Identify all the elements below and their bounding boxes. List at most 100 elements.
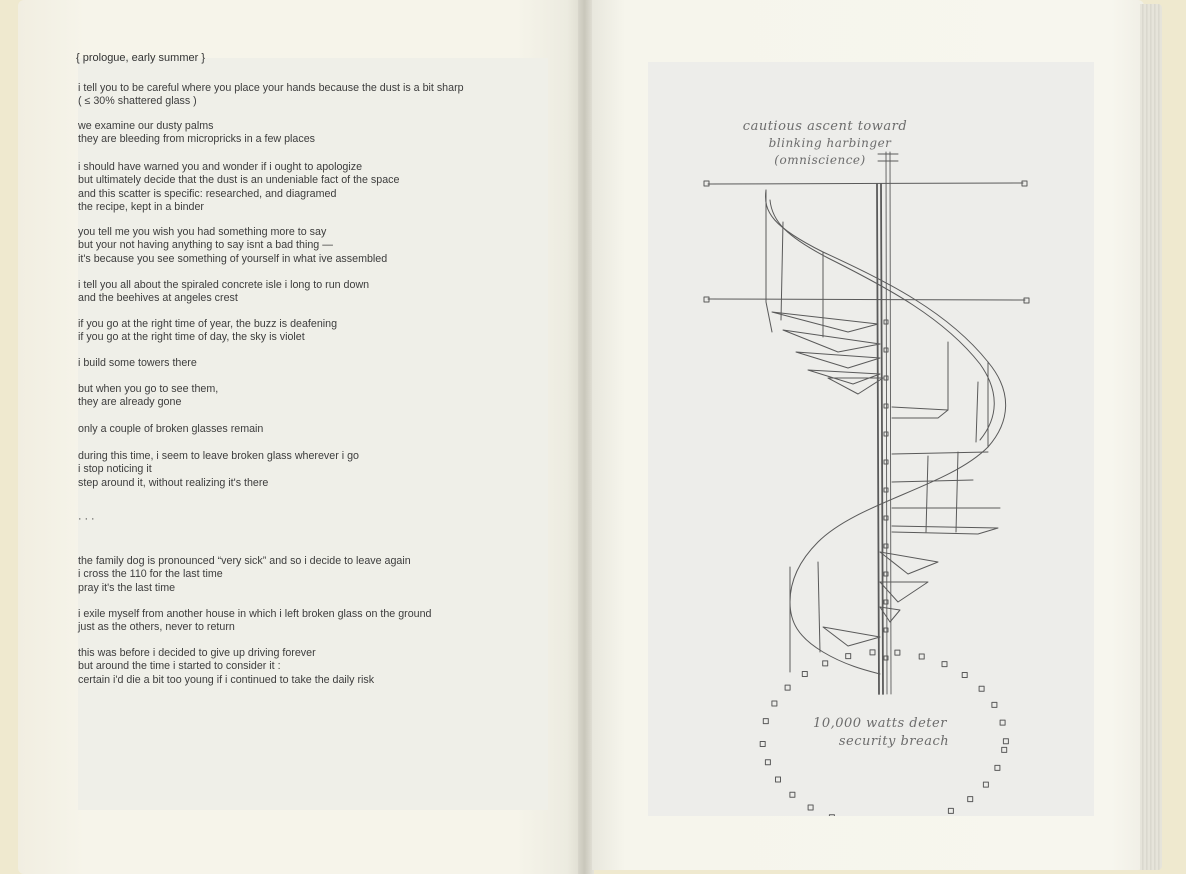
mast-rung-6 <box>883 459 889 465</box>
poem-line: i should have warned you and wonder if i… <box>78 161 363 173</box>
poem-line: but around the time i started to conside… <box>78 660 281 673</box>
poem-line: we examine our dusty palms <box>78 120 214 132</box>
poem-stanza: during this time, i seem to leave broken… <box>78 450 359 490</box>
step-post-1 <box>765 189 773 333</box>
poem-line: · · · <box>78 513 95 525</box>
book-gutter <box>578 0 594 874</box>
mast-rung-1 <box>883 319 889 325</box>
crossbar-middle-right-end <box>1023 297 1030 304</box>
poem-stanza: you tell me you wish you had something m… <box>78 226 387 266</box>
mast-rung-9 <box>883 543 889 549</box>
light-square <box>999 719 1006 726</box>
light-square <box>978 685 985 692</box>
light-square <box>775 776 781 783</box>
poem-line: but your not having anything to say isnt… <box>78 239 333 252</box>
poem-line: but when you go to see them, <box>78 383 219 395</box>
poem-stanza: but when you go to see them,they are alr… <box>78 383 218 410</box>
step-6 <box>891 406 949 419</box>
light-square <box>869 649 876 656</box>
mast-rung-13 <box>883 655 889 661</box>
poem-line: just as the others, never to return <box>78 621 235 634</box>
step-post-7 <box>955 451 959 533</box>
poem-line: the recipe, kept in a binder <box>78 201 204 214</box>
step-12 <box>879 581 929 603</box>
crossbar-top-left-end <box>703 180 710 187</box>
spiral-rail-inner <box>769 199 995 441</box>
left-page-gray-block <box>78 58 548 810</box>
caption-top-line-3: (omniscience) <box>774 153 865 167</box>
mast-rung-8 <box>883 515 889 521</box>
step-7 <box>891 451 989 455</box>
caption-bottom-line-2: security breach <box>839 734 949 749</box>
poem-stanza: i tell you to be careful where you place… <box>78 82 464 109</box>
step-3 <box>795 351 881 369</box>
crossbar-top <box>707 182 1024 185</box>
light-square <box>1002 738 1009 745</box>
light-square <box>828 814 835 816</box>
poem-line: i stop noticing it <box>78 463 152 476</box>
step-5 <box>827 377 884 395</box>
light-square <box>762 718 769 725</box>
poem-line: i cross the 110 for the last time <box>78 568 223 581</box>
poem-stanza: i exile myself from another house in whi… <box>78 608 431 635</box>
light-square <box>961 672 968 678</box>
step-10 <box>891 525 999 535</box>
poem-line: step around it, without realizing it's t… <box>78 476 269 489</box>
light-square <box>789 791 796 798</box>
light-square <box>1001 746 1008 753</box>
step-1 <box>771 311 879 333</box>
light-ring <box>759 649 1009 816</box>
light-square <box>941 661 948 668</box>
mast-rung-4 <box>883 403 889 409</box>
poem-line: if you go at the right time of day, the … <box>78 331 305 344</box>
light-square <box>982 781 989 788</box>
step-post-6 <box>975 381 979 443</box>
right-page-gray-block <box>648 62 1094 816</box>
poem-stanza: i should have warned you and wonder if i… <box>78 161 399 215</box>
poem-line: they are already gone <box>78 396 182 409</box>
poem-stanza: if you go at the right time of year, the… <box>78 318 337 345</box>
poem-line: and this scatter is specific: researched… <box>78 187 337 200</box>
light-square <box>764 759 771 766</box>
crossbar-middle-left-end <box>703 296 710 303</box>
mast-line-2 <box>880 183 884 695</box>
mast-rung-3 <box>883 375 889 381</box>
poem-line: certain i'd die a bit too young if i con… <box>78 673 375 686</box>
light-square <box>994 764 1001 771</box>
caption-bottom-line-1: 10,000 watts deter <box>813 716 947 731</box>
mast-rung-5 <box>883 431 889 437</box>
light-square <box>947 807 954 814</box>
light-square <box>801 671 808 677</box>
poem-line: ( ≤ 30% shattered glass ) <box>78 95 197 108</box>
step-post-10 <box>817 561 821 653</box>
poem-line: during this time, i seem to leave broken… <box>78 450 359 462</box>
mast-rung-12 <box>883 627 889 633</box>
caption-top-line-2: blinking harbinger <box>769 136 893 150</box>
poem-line: pray it's the last time <box>78 581 176 594</box>
poem-stanza: i build some towers there <box>78 357 197 370</box>
poem-line: the family dog is pronounced “very sick”… <box>78 555 411 567</box>
poem-line: if you go at the right time of year, the… <box>78 318 338 330</box>
spiral-tower-drawing: cautious ascent toward blinking harbinge… <box>703 119 1030 816</box>
crossbar-top-right-end <box>1021 180 1028 187</box>
light-square <box>759 741 766 747</box>
mast-rung-2 <box>883 347 889 353</box>
poem-line: and the beehives at angeles crest <box>78 292 238 305</box>
poem-line: only a couple of broken glasses remain <box>78 423 264 435</box>
light-square <box>771 700 778 707</box>
poem-stanza: · · · <box>78 513 95 526</box>
mast-rung-10 <box>883 571 889 577</box>
poem-line: this was before i decided to give up dri… <box>78 647 316 659</box>
mast-rung-11 <box>883 599 889 605</box>
step-post-2 <box>780 221 784 321</box>
poem-line: i tell you all about the spiraled concre… <box>78 279 370 291</box>
light-square <box>894 649 901 656</box>
step-11 <box>879 551 939 575</box>
spiral-rail-outer <box>765 189 1007 675</box>
light-square <box>822 660 829 667</box>
step-post-8 <box>925 455 929 533</box>
mast-line-1 <box>876 183 880 695</box>
light-square <box>967 796 974 803</box>
